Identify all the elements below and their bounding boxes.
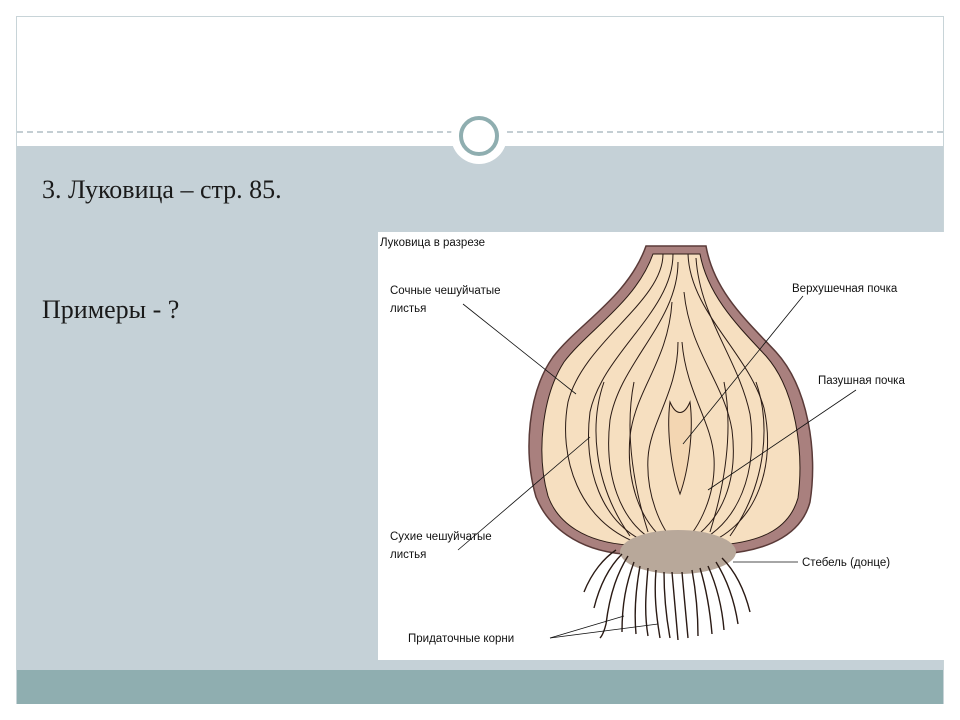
label-stem-disk: Стебель (донце) xyxy=(802,557,890,569)
leader-lines xyxy=(457,295,857,639)
stem-disk xyxy=(620,530,736,574)
adventitious-roots xyxy=(583,549,751,641)
label-axillary-bud: Пазушная почка xyxy=(818,375,905,387)
label-dry-leaves-1: Сухие чешуйчатые xyxy=(390,531,492,543)
figure-title: Луковица в разрезе xyxy=(380,237,485,249)
ring-inner xyxy=(459,116,499,156)
apical-bud xyxy=(668,400,692,496)
divider-ring-icon xyxy=(451,108,507,164)
slide-heading-text: 3. Луковица – стр. 85. xyxy=(42,175,282,204)
footer-bar xyxy=(17,670,943,704)
examples-question-text: Примеры - ? xyxy=(42,295,180,324)
scale-leaf-lines xyxy=(565,253,769,545)
bulb-diagram: Луковица в разрезе Сочные чешуйчатые лис… xyxy=(378,232,944,660)
label-adventitious-roots: Придаточные корни xyxy=(408,633,514,645)
label-succulent-leaves-1: Сочные чешуйчатые xyxy=(390,285,501,297)
label-dry-leaves-2: листья xyxy=(390,549,426,561)
label-apical-bud: Верхушечная почка xyxy=(792,283,898,295)
label-succulent-leaves-2: листья xyxy=(390,303,426,315)
